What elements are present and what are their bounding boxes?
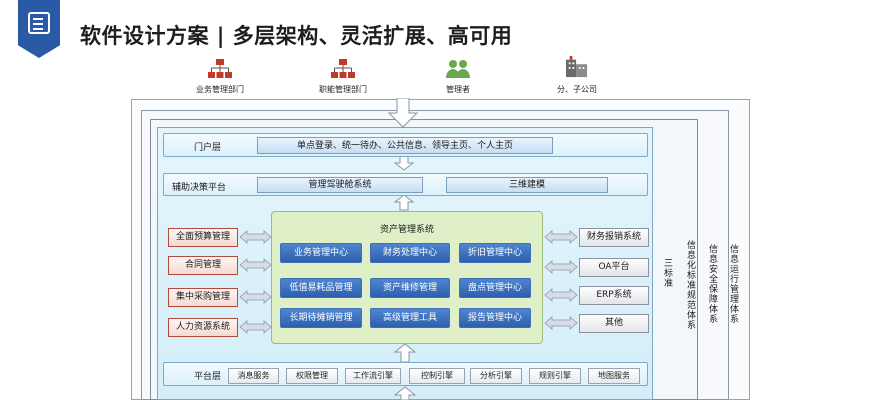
module-depreciation-center: 折旧管理中心	[459, 243, 531, 263]
decision-layer: 辅助决策平台 管理驾驶舱系统 三维建模	[163, 173, 648, 196]
org-chart-icon	[208, 59, 232, 78]
org-chart-icon	[331, 59, 355, 78]
side-label: 信息化标准规范体系	[685, 240, 695, 330]
double-arrow-icon	[239, 320, 272, 334]
page-title: 软件设计方案 | 多层架构、灵活扩展、高可用	[80, 24, 513, 48]
module-advanced-tools: 高级管理工具	[370, 308, 450, 328]
double-arrow-icon	[544, 316, 578, 330]
side-label: 信息安全保障体系	[707, 244, 717, 324]
right-system-box: OA平台	[579, 258, 649, 277]
portal-layer-label: 门户层	[194, 143, 222, 153]
arrow-icon	[393, 386, 417, 400]
engine-box: 工作流引擎	[345, 368, 401, 384]
double-arrow-icon	[544, 230, 578, 244]
module-inventory-center: 盘点管理中心	[459, 278, 531, 298]
module-amortization: 长期待摊销管理	[280, 308, 362, 328]
engine-box: 地图服务	[588, 368, 640, 384]
portal-layer: 门户层 单点登录、统一待办、公共信息、领导主页、个人主页	[163, 133, 648, 157]
left-system-box: 人力资源系统	[168, 318, 238, 337]
module-finance-center: 财务处理中心	[370, 243, 450, 263]
double-arrow-icon	[239, 258, 272, 272]
arrow-icon	[393, 155, 415, 171]
module-report-center: 报告管理中心	[459, 308, 531, 328]
engine-box: 规则引擎	[529, 368, 581, 384]
double-arrow-icon	[544, 260, 578, 274]
stakeholder-label: 业务管理部门	[196, 85, 244, 94]
module-business-center: 业务管理中心	[280, 243, 362, 263]
decision-layer-label: 辅助决策平台	[172, 183, 227, 193]
platform-layer-label: 平台层	[194, 372, 222, 382]
stakeholder-label: 管理者	[446, 85, 470, 94]
stakeholder-label: 分、子公司	[557, 85, 597, 94]
left-system-box: 合同管理	[168, 256, 238, 275]
portal-content: 单点登录、统一待办、公共信息、领导主页、个人主页	[257, 137, 553, 154]
building-icon	[566, 56, 588, 78]
side-label: 信息运行管理体系	[728, 244, 738, 324]
arrow-icon	[393, 343, 417, 363]
engine-box: 控制引擎	[409, 368, 465, 384]
arrow-icon	[387, 98, 419, 128]
3d-modeling-box: 三维建模	[446, 177, 608, 193]
people-icon	[446, 60, 470, 78]
right-system-box: 其他	[579, 314, 649, 333]
side-label: 三标准	[662, 258, 672, 288]
document-icon	[28, 12, 50, 34]
left-system-box: 全面预算管理	[168, 228, 238, 247]
right-system-box: ERP系统	[579, 286, 649, 305]
left-system-box: 集中采购管理	[168, 288, 238, 307]
engine-box: 消息服务	[228, 368, 279, 384]
module-asset-maintenance: 资产维修管理	[370, 278, 450, 298]
stakeholder-label: 职能管理部门	[319, 85, 367, 94]
engine-box: 权限管理	[286, 368, 338, 384]
module-low-value-consumables: 低值易耗品管理	[280, 278, 362, 298]
arrow-icon	[393, 194, 415, 211]
double-arrow-icon	[544, 288, 578, 302]
double-arrow-icon	[239, 290, 272, 304]
right-system-box: 财务报销系统	[579, 228, 649, 247]
cockpit-system-box: 管理驾驶舱系统	[257, 177, 423, 193]
header-badge	[18, 0, 60, 58]
asset-system-title: 资产管理系统	[379, 225, 434, 235]
engine-box: 分析引擎	[470, 368, 522, 384]
double-arrow-icon	[239, 230, 272, 244]
